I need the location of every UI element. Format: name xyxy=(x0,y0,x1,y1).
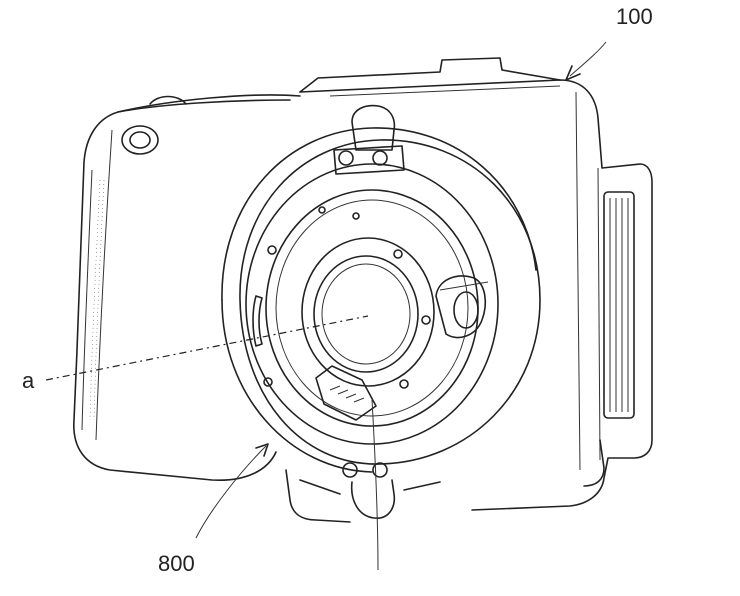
grip-button-icon xyxy=(121,95,187,155)
arrowhead-100 xyxy=(565,65,581,81)
vent-grille xyxy=(603,191,635,419)
lens-release-button-icon xyxy=(435,275,489,339)
bottom-lock-lever-icon xyxy=(299,462,441,519)
leader-800 xyxy=(195,445,267,539)
ref-label-100: 100 xyxy=(616,4,653,29)
mount-adapter xyxy=(221,127,541,473)
camera-body xyxy=(285,57,653,523)
camera-grip xyxy=(73,94,301,481)
ref-label-800: 800 xyxy=(158,551,195,576)
ref-label-a: a xyxy=(22,368,35,393)
arrowhead-800 xyxy=(255,443,269,457)
leader-bottom xyxy=(371,399,379,571)
contact-block-icon xyxy=(315,365,377,421)
top-lock-lever-icon xyxy=(333,104,405,175)
optical-axis-line xyxy=(45,315,369,381)
leader-100 xyxy=(569,41,607,77)
